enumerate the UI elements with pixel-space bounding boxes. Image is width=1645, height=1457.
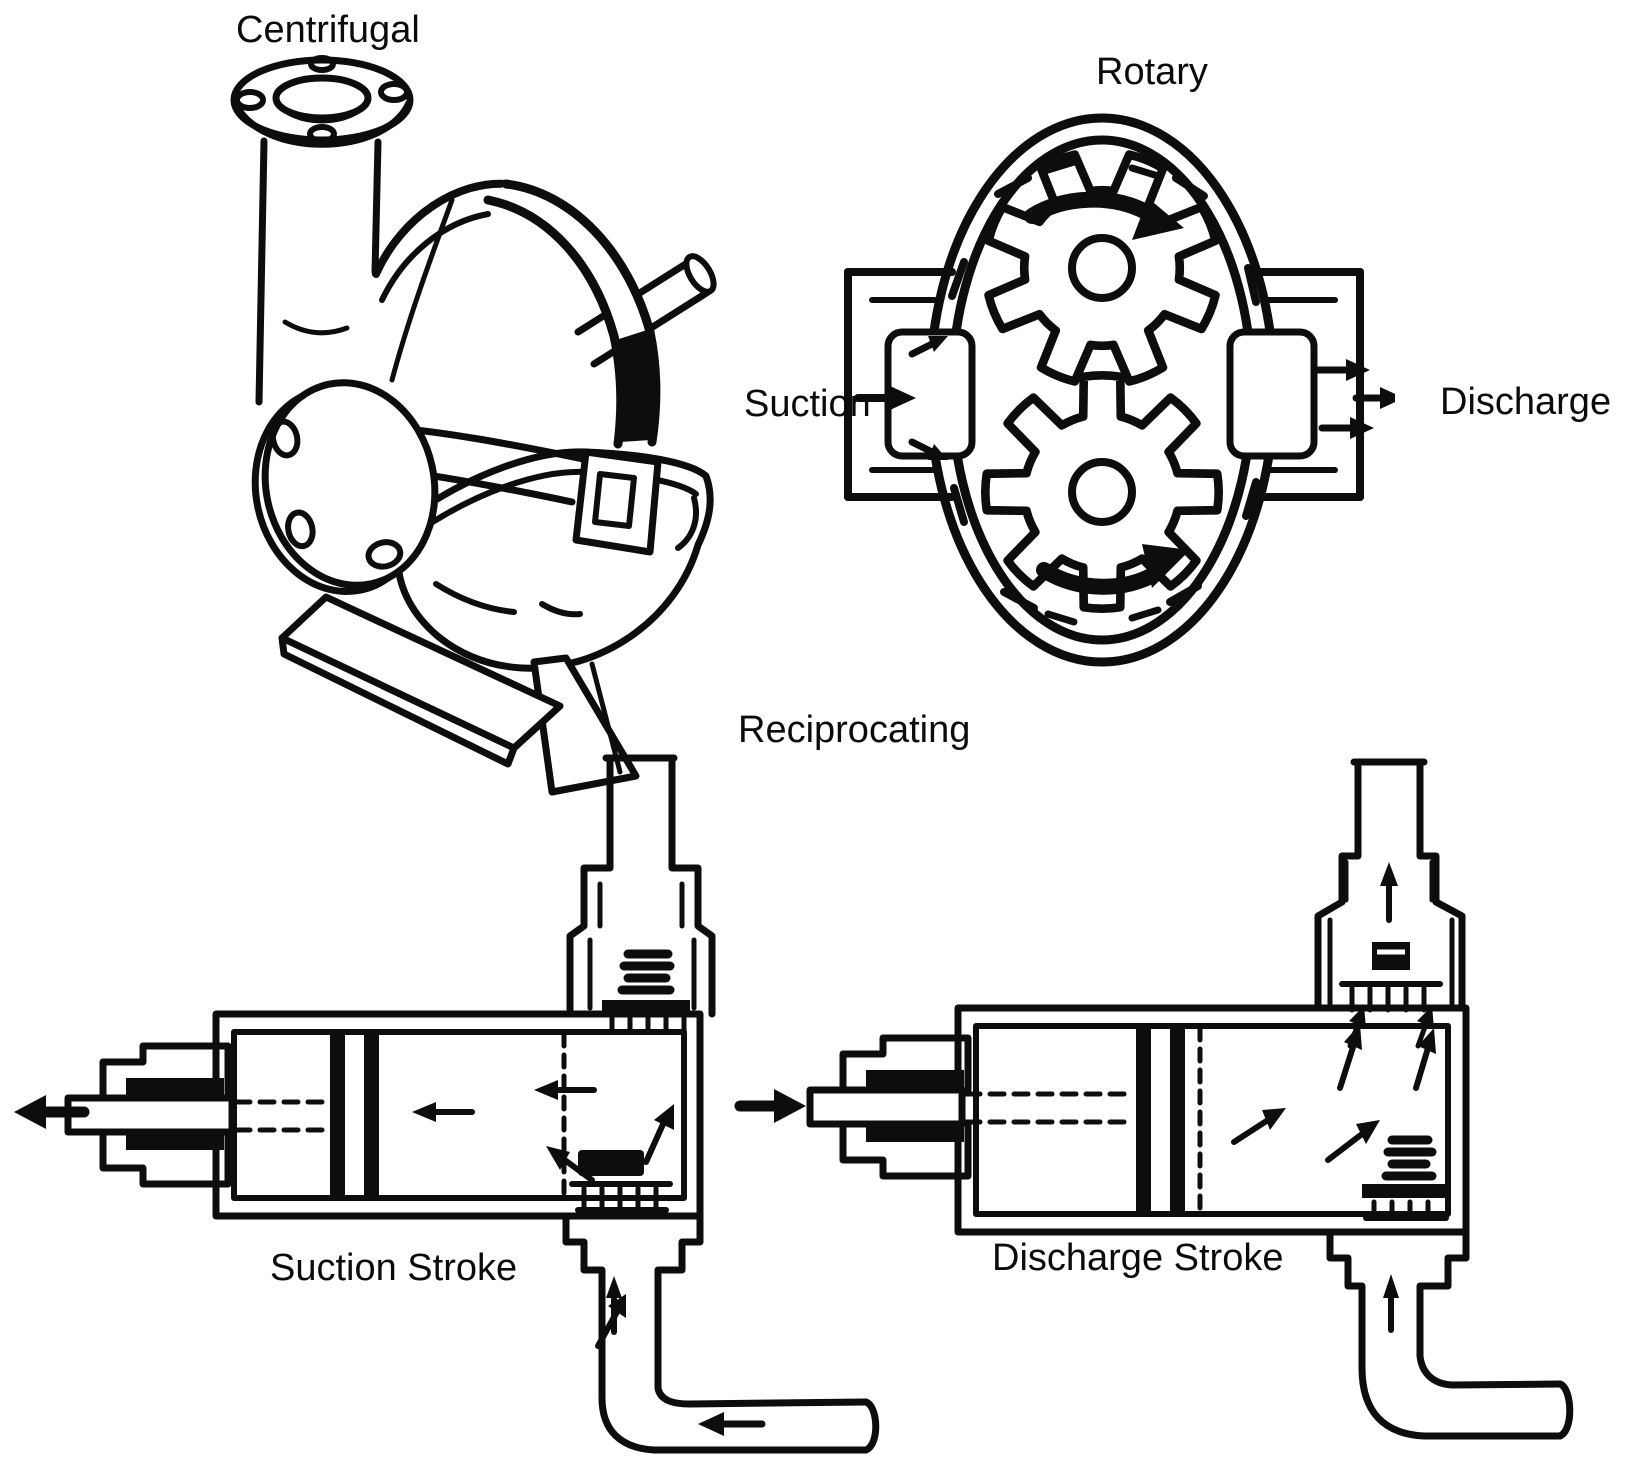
rotary-label: Rotary xyxy=(1096,51,1208,93)
flow-arrows xyxy=(854,158,1395,626)
reciprocating-label: Reciprocating xyxy=(738,709,971,751)
flow-arrows xyxy=(1231,862,1436,1333)
centrifugal-pump-drawing xyxy=(230,55,717,796)
discharge-valve-housing xyxy=(1314,758,1466,1012)
rod-motion-arrow xyxy=(734,1089,806,1123)
side-flange-disc xyxy=(251,379,439,595)
piston xyxy=(330,1032,379,1198)
rotation-arrow-bottom xyxy=(1036,544,1190,595)
discharge-valve-closed xyxy=(602,949,690,1035)
suction-pipe-elbow xyxy=(1326,1228,1574,1440)
packing-gland xyxy=(99,1042,232,1188)
suction-stroke-label: Suction Stroke xyxy=(270,1247,518,1289)
discharge-port xyxy=(1226,328,1318,460)
discharge-valve-open xyxy=(1339,942,1443,1013)
reciprocating-discharge-stroke-drawing xyxy=(734,758,1574,1440)
casing-edge-band xyxy=(483,179,661,449)
rotation-arrow-top xyxy=(1024,191,1184,240)
gear-shaft-hole xyxy=(1068,458,1136,526)
suction-label: Suction xyxy=(744,383,871,425)
suction-valve-closed xyxy=(1362,1135,1449,1221)
gear-shaft-hole xyxy=(1068,234,1136,302)
discharge-valve-housing xyxy=(566,754,716,1018)
mounting-base xyxy=(278,593,564,768)
vertical-pipe xyxy=(255,137,455,406)
discharge-stroke-label: Discharge Stroke xyxy=(992,1237,1284,1279)
inlet-flange xyxy=(230,55,414,148)
suction-valve-open xyxy=(569,1150,673,1213)
bracket-arm xyxy=(368,422,662,556)
rod-motion-arrow xyxy=(14,1095,90,1129)
discharge-pipe xyxy=(1248,268,1364,501)
suction-pipe xyxy=(844,268,956,501)
piston-rod xyxy=(64,1094,331,1136)
packing-gland xyxy=(839,1034,972,1180)
casing-bowl xyxy=(394,448,714,672)
centrifugal-label: Centrifugal xyxy=(236,9,420,51)
cylinder xyxy=(954,1004,1470,1236)
discharge-label: Discharge xyxy=(1440,381,1612,423)
flow-arrows xyxy=(412,1080,766,1436)
reciprocating-suction-stroke-drawing xyxy=(14,754,880,1454)
piston-rod xyxy=(806,1086,1137,1128)
volute-casing xyxy=(372,179,512,303)
piston xyxy=(1136,1026,1185,1214)
suction-pipe-elbow xyxy=(562,1212,880,1454)
rotary-pump-drawing xyxy=(844,113,1395,667)
